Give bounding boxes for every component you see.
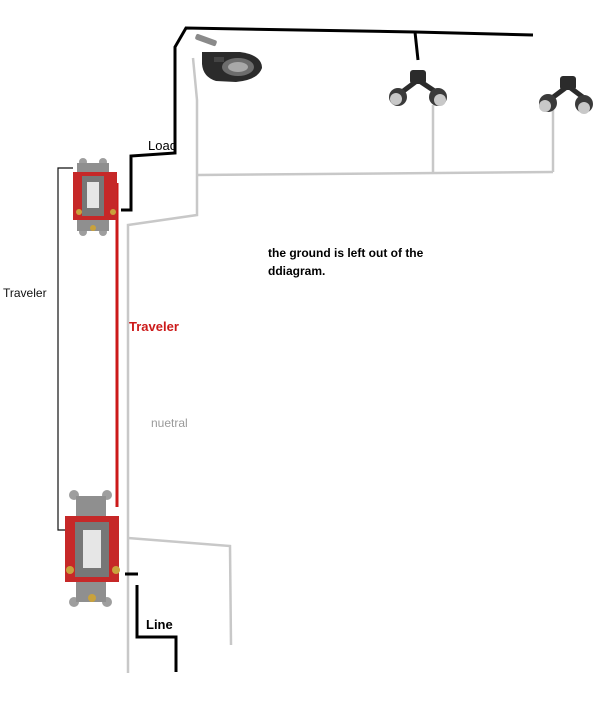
hot-wires bbox=[121, 26, 534, 672]
motion-sensor-icon bbox=[195, 33, 262, 82]
three-way-switch-icon bbox=[65, 490, 120, 607]
traveler-label-red: Traveler bbox=[129, 319, 179, 334]
ground-note-line-1: the ground is left out of the bbox=[268, 246, 424, 260]
floodlight-icon bbox=[389, 70, 447, 106]
load-label: Load bbox=[148, 138, 177, 153]
three-way-switch-icon bbox=[73, 158, 117, 236]
neutral-label: nuetral bbox=[151, 416, 188, 430]
traveler-label-black: Traveler bbox=[3, 286, 47, 300]
line-label: Line bbox=[146, 617, 173, 632]
floodlight-icon bbox=[539, 76, 593, 114]
ground-note-line-2: ddiagram. bbox=[268, 264, 326, 278]
traveler-wire-black bbox=[57, 167, 73, 531]
neutral-wires bbox=[126, 57, 555, 673]
ground-note: the ground is left out of the ddiagram. bbox=[268, 244, 448, 280]
